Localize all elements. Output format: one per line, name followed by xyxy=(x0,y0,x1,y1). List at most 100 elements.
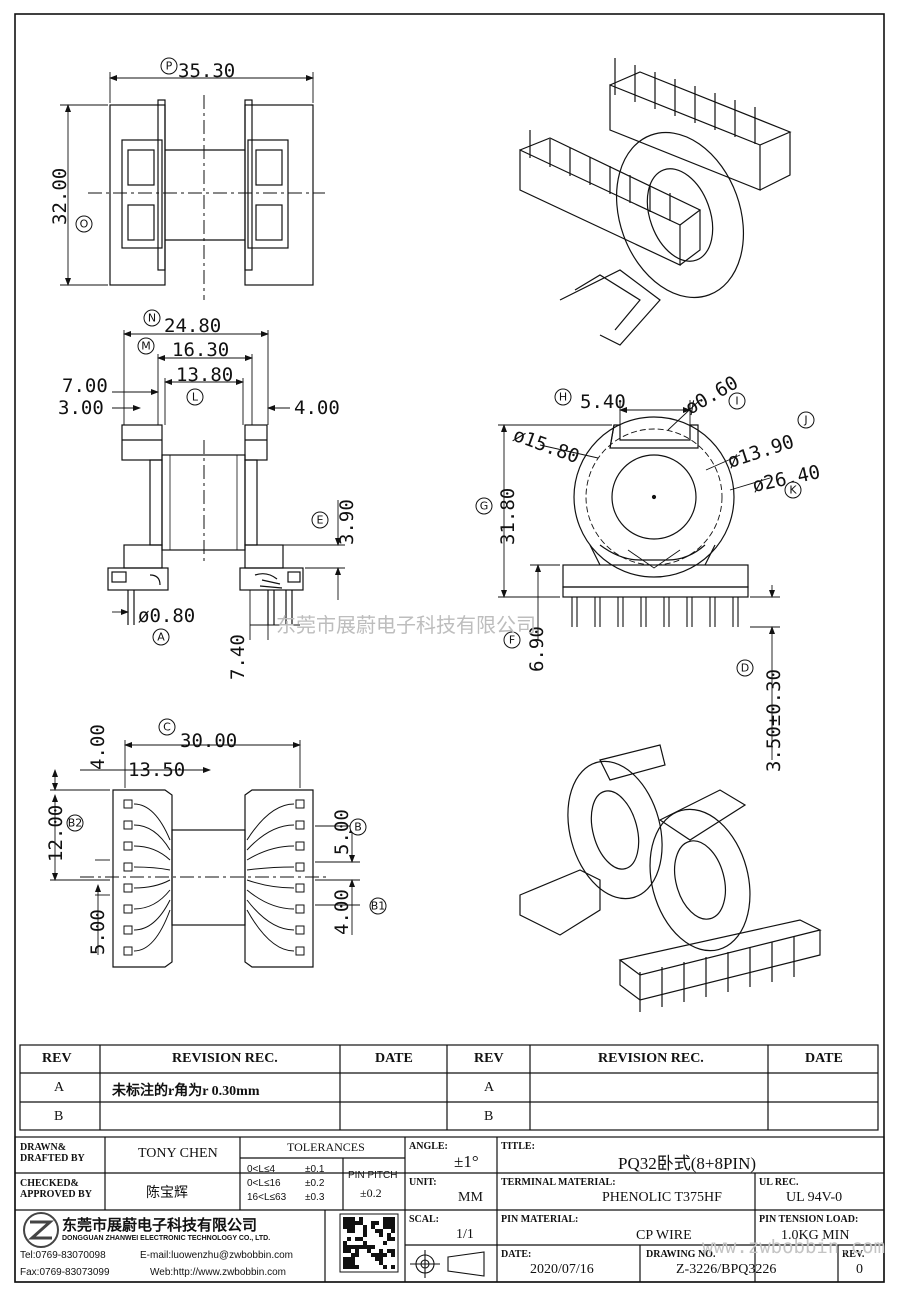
bottom-rib-right xyxy=(246,866,295,871)
bottom-pin-pad-left xyxy=(123,946,133,956)
callout-label: B2 xyxy=(68,817,83,830)
callout-label: O xyxy=(80,218,89,231)
callout-label: A xyxy=(157,631,165,644)
dim-front-pin-dia: ø0.80 xyxy=(138,605,195,627)
dim-side-outer: ø15.80 xyxy=(510,424,582,468)
callout-g: G xyxy=(475,497,493,515)
dim-front-m: 16.30 xyxy=(172,339,229,361)
company-logo-icon xyxy=(23,1212,59,1248)
callout-a: A xyxy=(152,628,170,646)
bottom-pin-pad-left xyxy=(123,925,133,935)
dim-front-l: 13.80 xyxy=(176,364,233,386)
dim-top-height: 32.00 xyxy=(49,168,71,225)
callout-m: M xyxy=(137,337,155,355)
bottom-rib-right xyxy=(246,879,295,889)
dim-side-d: 3.50±0.30 xyxy=(763,669,785,772)
bottom-rib-left xyxy=(133,909,171,952)
callout-label: C xyxy=(163,721,171,734)
dim-front-flange: 3.90 xyxy=(336,499,358,545)
callout-label: L xyxy=(192,391,199,404)
bottom-rib-left xyxy=(133,845,171,861)
bottom-rib-right xyxy=(246,899,295,931)
dim-top-width: 35.30 xyxy=(178,60,235,82)
top-view xyxy=(60,72,325,300)
callout-f: F xyxy=(503,631,521,649)
bottom-pin-pad-left xyxy=(123,904,133,914)
callout-d: D xyxy=(736,659,754,677)
dim-side-j: ø13.90 xyxy=(725,431,797,473)
projection-symbol-icon xyxy=(410,1250,485,1278)
callout-label: P xyxy=(166,60,173,73)
bottom-pin-pad-left xyxy=(123,820,133,830)
callout-label: G xyxy=(480,500,489,513)
callout-p: P xyxy=(160,57,178,75)
callout-label: B xyxy=(354,821,362,834)
sheet-border xyxy=(14,13,885,1283)
title-block-grid xyxy=(14,1136,885,1283)
callout-b: B xyxy=(349,818,367,836)
bottom-rib-left xyxy=(133,824,171,851)
callout-h: H xyxy=(554,388,572,406)
dim-side-h: 5.40 xyxy=(580,391,626,413)
front-view xyxy=(107,330,345,640)
bottom-rib-left xyxy=(133,879,171,889)
bottom-rib-left xyxy=(133,803,171,841)
callout-label: E xyxy=(317,514,324,527)
callout-label: N xyxy=(148,312,156,325)
dim-bottom-4: 4.00 xyxy=(87,724,109,770)
bottom-rib-right xyxy=(246,803,295,841)
callout-label: B1 xyxy=(371,900,386,913)
bottom-pin-pad-right xyxy=(295,883,305,893)
bottom-pin-pad-left xyxy=(123,799,133,809)
bottom-pin-pad-right xyxy=(295,904,305,914)
dim-bottom-5b: 5.00 xyxy=(87,909,109,955)
qr-code-icon xyxy=(339,1213,399,1273)
callout-b1: B1 xyxy=(369,897,387,915)
bottom-pin-pad-right xyxy=(295,799,305,809)
dim-front-pin-len: 7.40 xyxy=(227,634,249,680)
dim-bottom-c: 30.00 xyxy=(180,730,237,752)
bottom-rib-right xyxy=(246,909,295,952)
callout-c: C xyxy=(158,718,176,736)
callout-i: I xyxy=(728,392,746,410)
callout-label: F xyxy=(509,634,515,647)
dim-front-left1: 7.00 xyxy=(62,375,108,397)
dim-front-n: 24.80 xyxy=(164,315,221,337)
bottom-pin-pad-right xyxy=(295,862,305,872)
bottom-pin-pad-right xyxy=(295,841,305,851)
dim-side-f: 6.90 xyxy=(526,626,548,672)
dim-bottom-4b: 4.00 xyxy=(331,889,353,935)
callout-n: N xyxy=(143,309,161,327)
callout-label: H xyxy=(559,391,567,404)
bottom-rib-left xyxy=(133,866,171,871)
bottom-rib-right xyxy=(246,824,295,851)
callout-o: O xyxy=(75,215,93,233)
bottom-pin-pad-left xyxy=(123,883,133,893)
bottom-pin-pad-right xyxy=(295,946,305,956)
callout-bubbles: P O N M L E A H I J K G F D C B2 B B1 xyxy=(66,57,815,915)
bottom-view xyxy=(50,740,360,968)
callout-b2: B2 xyxy=(66,814,84,832)
dim-bottom-135: 13.50 xyxy=(128,759,185,781)
bottom-rib-right xyxy=(246,845,295,861)
callout-label: I xyxy=(735,395,738,408)
dim-side-height: 31.80 xyxy=(497,488,519,545)
callout-label: D xyxy=(741,662,749,675)
dim-bottom-5a: 5.00 xyxy=(331,809,353,855)
dim-bottom-12: 12.00 xyxy=(45,805,67,862)
bottom-pin-pad-left xyxy=(123,862,133,872)
callout-label: K xyxy=(789,484,797,497)
bottom-rib-right xyxy=(246,889,295,910)
callout-j: J xyxy=(797,411,815,429)
callout-e: E xyxy=(311,511,329,529)
dim-front-right: 4.00 xyxy=(294,397,340,419)
callout-k: K xyxy=(784,481,802,499)
dim-front-left2: 3.00 xyxy=(58,397,104,419)
bottom-pin-pad-right xyxy=(295,925,305,935)
callout-label: J xyxy=(803,414,807,427)
revision-table xyxy=(19,1044,879,1131)
callout-label: M xyxy=(141,340,151,353)
callout-l: L xyxy=(186,388,204,406)
bottom-pin-pad-left xyxy=(123,841,133,851)
